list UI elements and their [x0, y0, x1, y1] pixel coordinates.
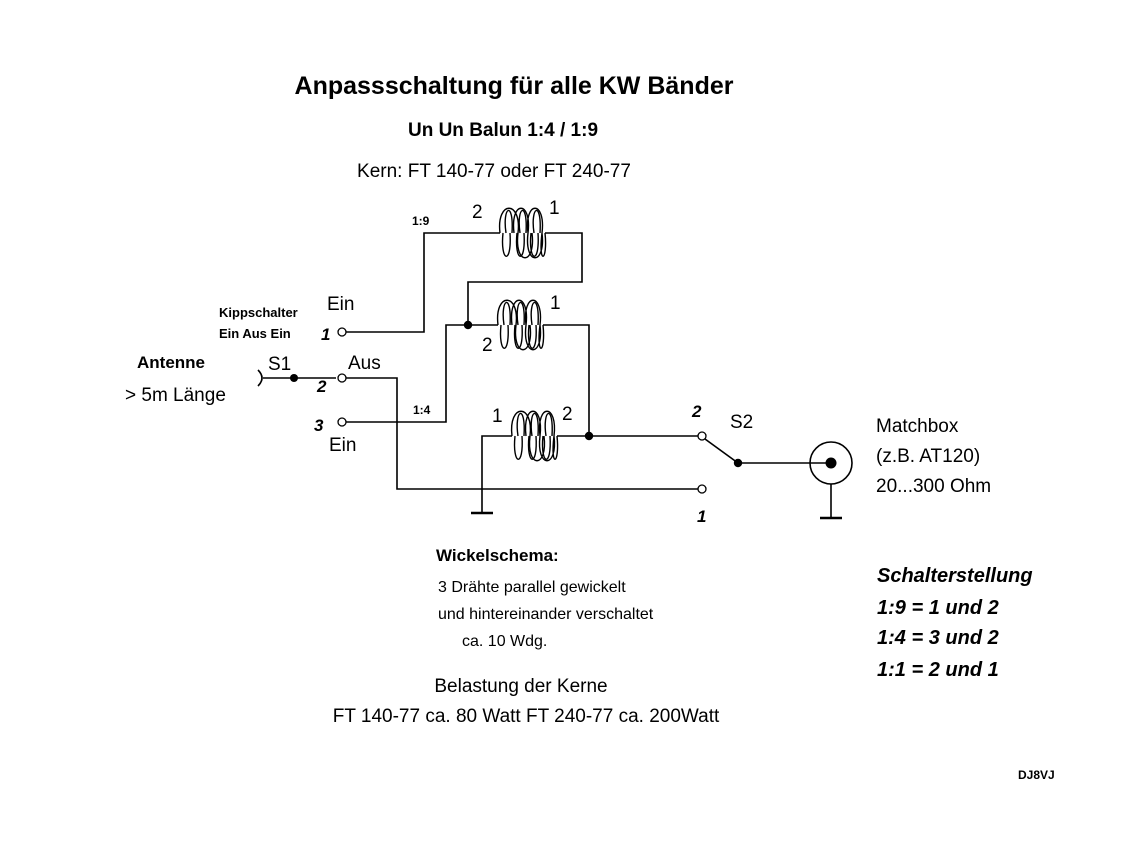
wire-middle-coil-to-s2-node: [543, 324, 590, 436]
s1-type-line2: Ein Aus Ein: [219, 326, 291, 341]
s1-pos2-label: Aus: [348, 353, 381, 374]
bottom-coil-pin-right: 2: [562, 404, 573, 425]
wire-s1-pos3-to-middle-coil: [346, 324, 468, 423]
winding-line3: ca. 10 Wdg.: [462, 633, 547, 650]
s2-pos2-number: 2: [691, 402, 702, 421]
matchbox-line2: (z.B. AT120): [876, 446, 980, 467]
antenna-connector: [257, 369, 263, 387]
settings-row-11: 1:1 = 2 und 1: [877, 659, 999, 681]
s1-pos3-label: Ein: [329, 435, 356, 456]
coax-center-pin: [825, 457, 837, 469]
middle-coil-pin-left: 2: [482, 335, 493, 356]
wire-top-coil-to-middle-coil: [467, 232, 583, 326]
junction-middle-coil: [463, 320, 473, 330]
matchbox-line1: Matchbox: [876, 416, 959, 437]
antenna-length: > 5m Länge: [125, 385, 226, 406]
s1-terminal-1: [337, 327, 347, 337]
wire-s1-pos1-to-top-coil: [346, 232, 500, 333]
diagram-subtitle: Un Un Balun 1:4 / 1:9: [408, 120, 598, 141]
s1-pos1-number: 1: [321, 325, 330, 344]
antenna-label: Antenne: [137, 353, 205, 372]
s2-lever: [704, 438, 739, 464]
s1-pos3-number: 3: [314, 416, 324, 435]
middle-coil-pin-right: 1: [550, 293, 561, 314]
load-line2: FT 140-77 ca. 80 Watt FT 240-77 ca. 200W…: [333, 706, 720, 727]
wire-bottom-coil-to-ground: [481, 435, 512, 512]
ratio-14-label: 1:4: [413, 403, 431, 417]
junction-s2-feed: [584, 431, 594, 441]
top-coil-pin-right: 1: [549, 198, 560, 219]
junction-s1-common: [290, 374, 298, 382]
s1-terminal-3: [337, 417, 347, 427]
matchbox-line3: 20...300 Ohm: [876, 476, 991, 497]
wire-s1-pos2-ground-rail: [346, 377, 698, 490]
ratio-19-label: 1:9: [412, 214, 430, 228]
s1-label: S1: [268, 354, 291, 375]
s1-pos2-number: 2: [316, 377, 327, 396]
bottom-coil: [510, 410, 559, 462]
load-line1: Belastung der Kerne: [434, 676, 607, 697]
middle-coil: [496, 299, 545, 351]
s2-terminal-2: [697, 431, 707, 441]
bottom-coil-pin-left: 1: [492, 406, 503, 427]
top-coil: [498, 207, 547, 259]
s1-type-line1: Kippschalter: [219, 305, 298, 320]
top-coil-pin-left: 2: [472, 202, 483, 223]
s1-terminal-2: [337, 373, 347, 383]
winding-line2: und hintereinander verschaltet: [438, 606, 654, 623]
settings-row-14: 1:4 = 3 und 2: [877, 627, 999, 649]
s2-label: S2: [730, 412, 753, 433]
s2-pos1-number: 1: [697, 507, 706, 526]
core-label: Kern: FT 140-77 oder FT 240-77: [357, 161, 631, 182]
s1-pos1-label: Ein: [327, 294, 354, 315]
winding-heading: Wickelschema:: [436, 546, 559, 565]
winding-line1: 3 Drähte parallel gewickelt: [438, 579, 626, 596]
s2-terminal-1: [697, 484, 707, 494]
diagram-title: Anpassschaltung für alle KW Bänder: [295, 72, 734, 100]
settings-heading: Schalterstellung: [877, 565, 1033, 587]
author-callsign: DJ8VJ: [1018, 768, 1055, 782]
settings-row-19: 1:9 = 1 und 2: [877, 597, 999, 619]
